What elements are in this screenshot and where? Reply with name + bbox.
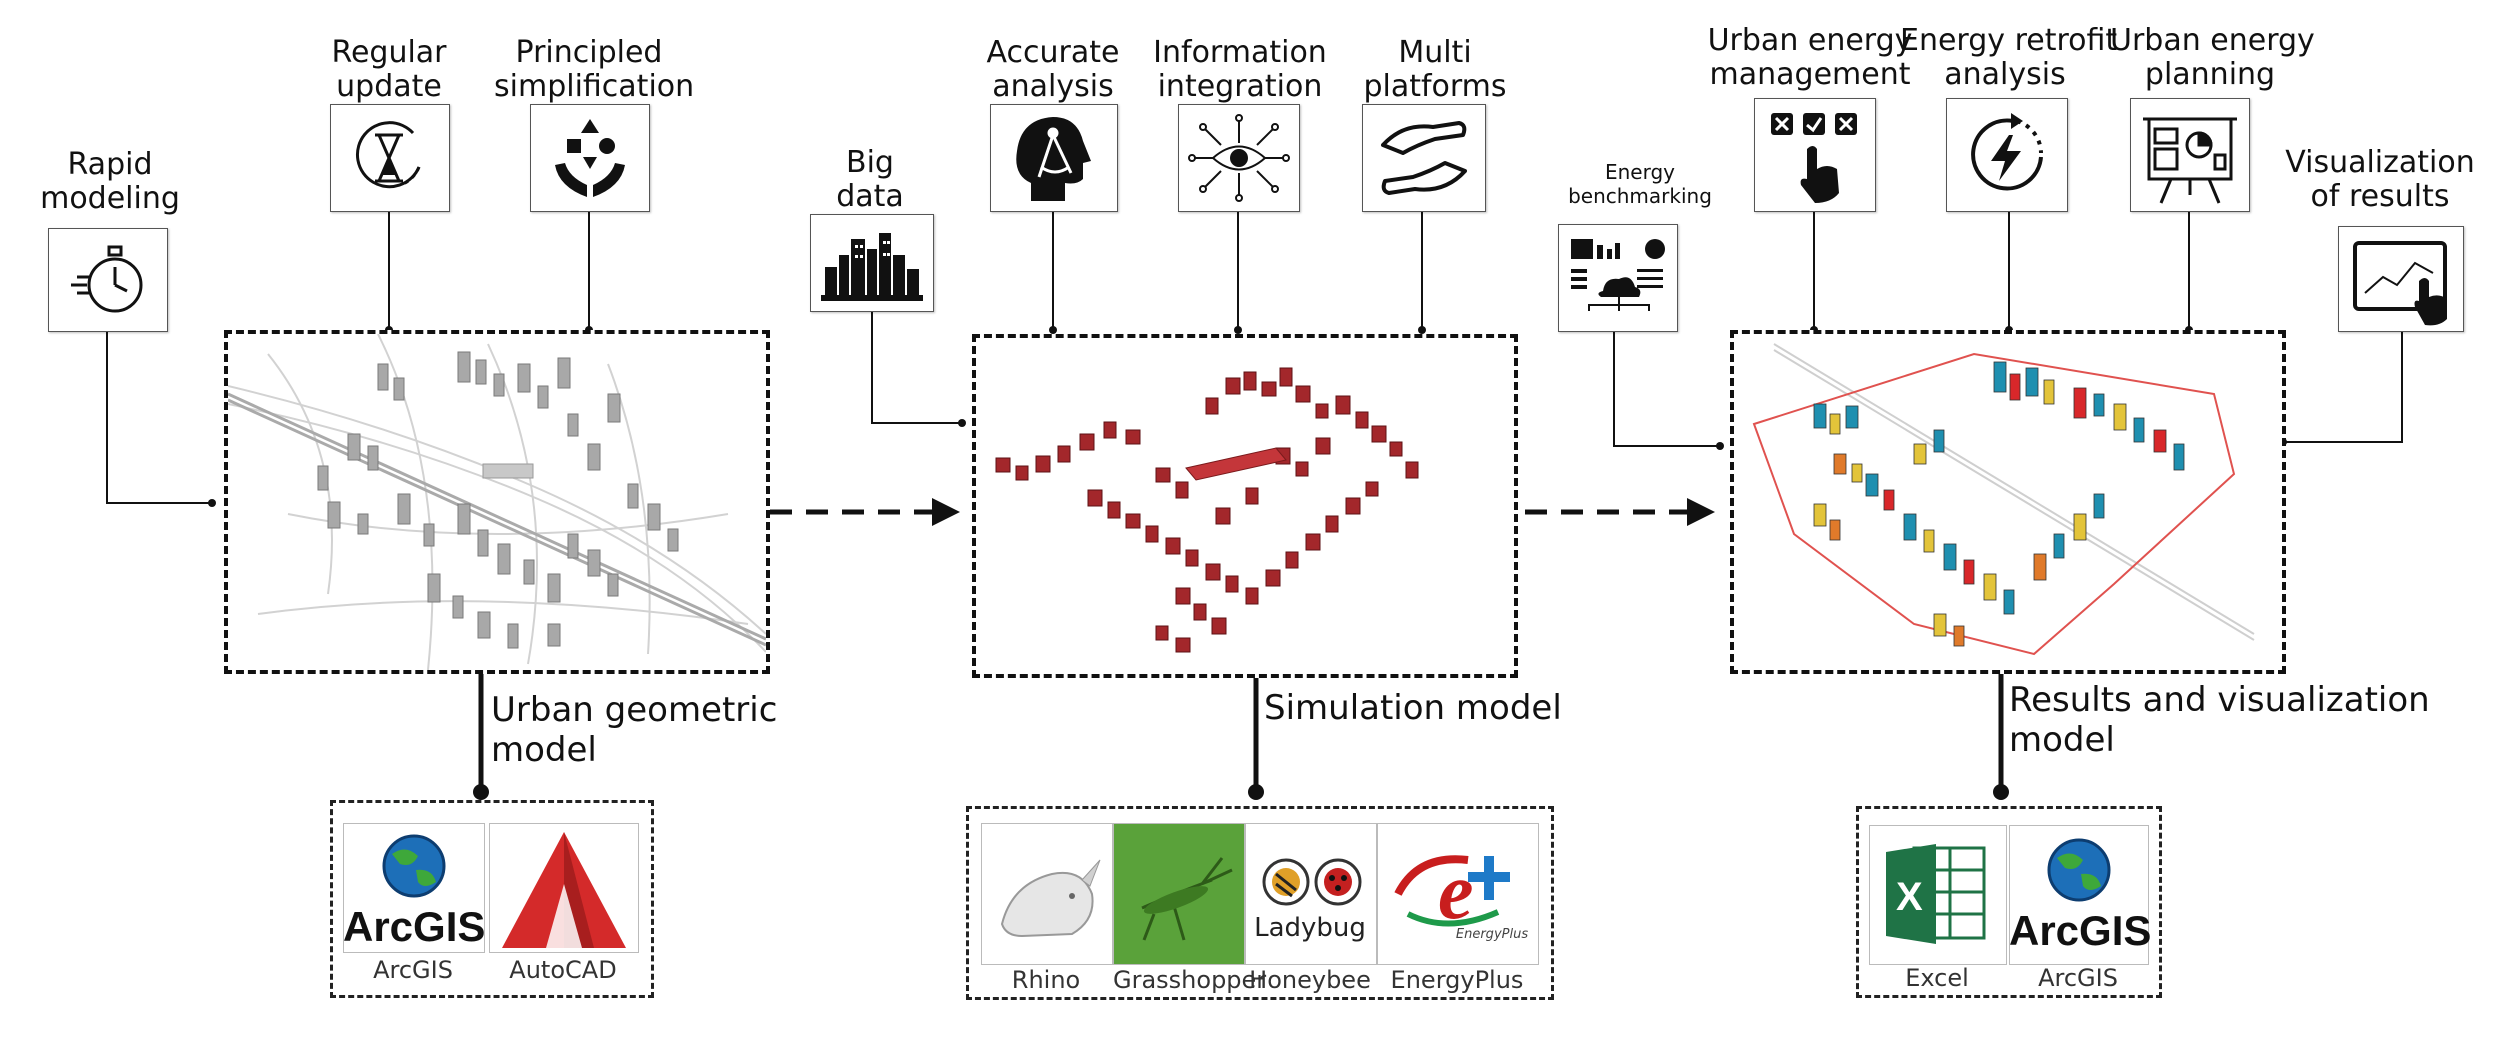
head-compass-icon <box>990 104 1118 212</box>
rhino-tool-label: Rhino <box>1011 966 1081 994</box>
arrow-stage2-to-stage3 <box>1525 498 1715 526</box>
red-building-render <box>995 367 1419 653</box>
shapes-hands-icon <box>530 104 650 212</box>
gray-city-render <box>228 334 766 670</box>
honeybee-tool-label: Honeybee <box>1249 966 1371 994</box>
energyplus-wordmark: EnergyPlus <box>1455 927 1529 942</box>
tablet-touch-icon <box>2338 226 2464 332</box>
dashboard-cloud-icon <box>1558 224 1678 332</box>
connector-rapid-modeling <box>106 330 212 504</box>
honeybee-ladybug-logo <box>1245 823 1377 965</box>
hands-icon <box>1362 104 1486 212</box>
eye-network-icon <box>1178 104 1300 212</box>
arcgis-results-tool-label: ArcGIS <box>2038 964 2118 992</box>
grasshopper-tool-label: Grasshopper <box>1113 966 1267 994</box>
ladybug-wordmark: Ladybug <box>1254 913 1366 943</box>
arcgis-wordmark-results: ArcGIS <box>2009 907 2152 954</box>
stage1-toolbox: ArcGIS ArcGIS AutoCAD <box>330 800 654 998</box>
urban-geometric-model-frame <box>224 330 770 674</box>
rhino-logo <box>981 823 1113 965</box>
presentation-board-icon <box>2130 98 2250 212</box>
stopwatch-icon <box>48 228 168 332</box>
arcgis-tool-label: ArcGIS <box>373 956 453 984</box>
simulation-model-title: Simulation model <box>1264 688 1562 728</box>
arcgis-logo-results <box>2009 825 2149 965</box>
svg-text:X: X <box>1896 875 1923 919</box>
touch-checklist-icon <box>1754 98 1876 212</box>
power-cycle-icon <box>1946 98 2068 212</box>
energyplus-logo: e <box>1377 823 1539 965</box>
arcgis-logo <box>343 823 485 953</box>
stage3-toolbox: X ArcGIS Excel ArcGIS <box>1856 806 2162 998</box>
arcgis-wordmark: ArcGIS <box>343 903 486 950</box>
excel-tool-label: Excel <box>1905 964 1969 992</box>
connector-energy-benchmarking <box>1613 330 1720 447</box>
connector-visualization <box>2283 330 2403 443</box>
simulation-model-frame <box>972 334 1518 678</box>
energyplus-tool-label: EnergyPlus <box>1390 966 1524 994</box>
city-skyline-icon <box>810 214 934 312</box>
autocad-tool-label: AutoCAD <box>509 956 617 984</box>
heatmap-city-render <box>1752 343 2255 656</box>
results-visualization-frame <box>1730 330 2286 674</box>
autocad-logo <box>489 823 639 953</box>
arrow-stage1-to-stage2 <box>770 498 960 526</box>
stage2-toolbox: Ladybug e EnergyPlus Rhino Grasshopper H… <box>966 806 1554 1000</box>
hourglass-icon <box>330 104 450 212</box>
svg-text:e: e <box>1438 848 1474 936</box>
connector-big-data <box>871 310 962 424</box>
grasshopper-logo <box>1113 823 1245 965</box>
excel-logo: X <box>1869 825 2007 965</box>
